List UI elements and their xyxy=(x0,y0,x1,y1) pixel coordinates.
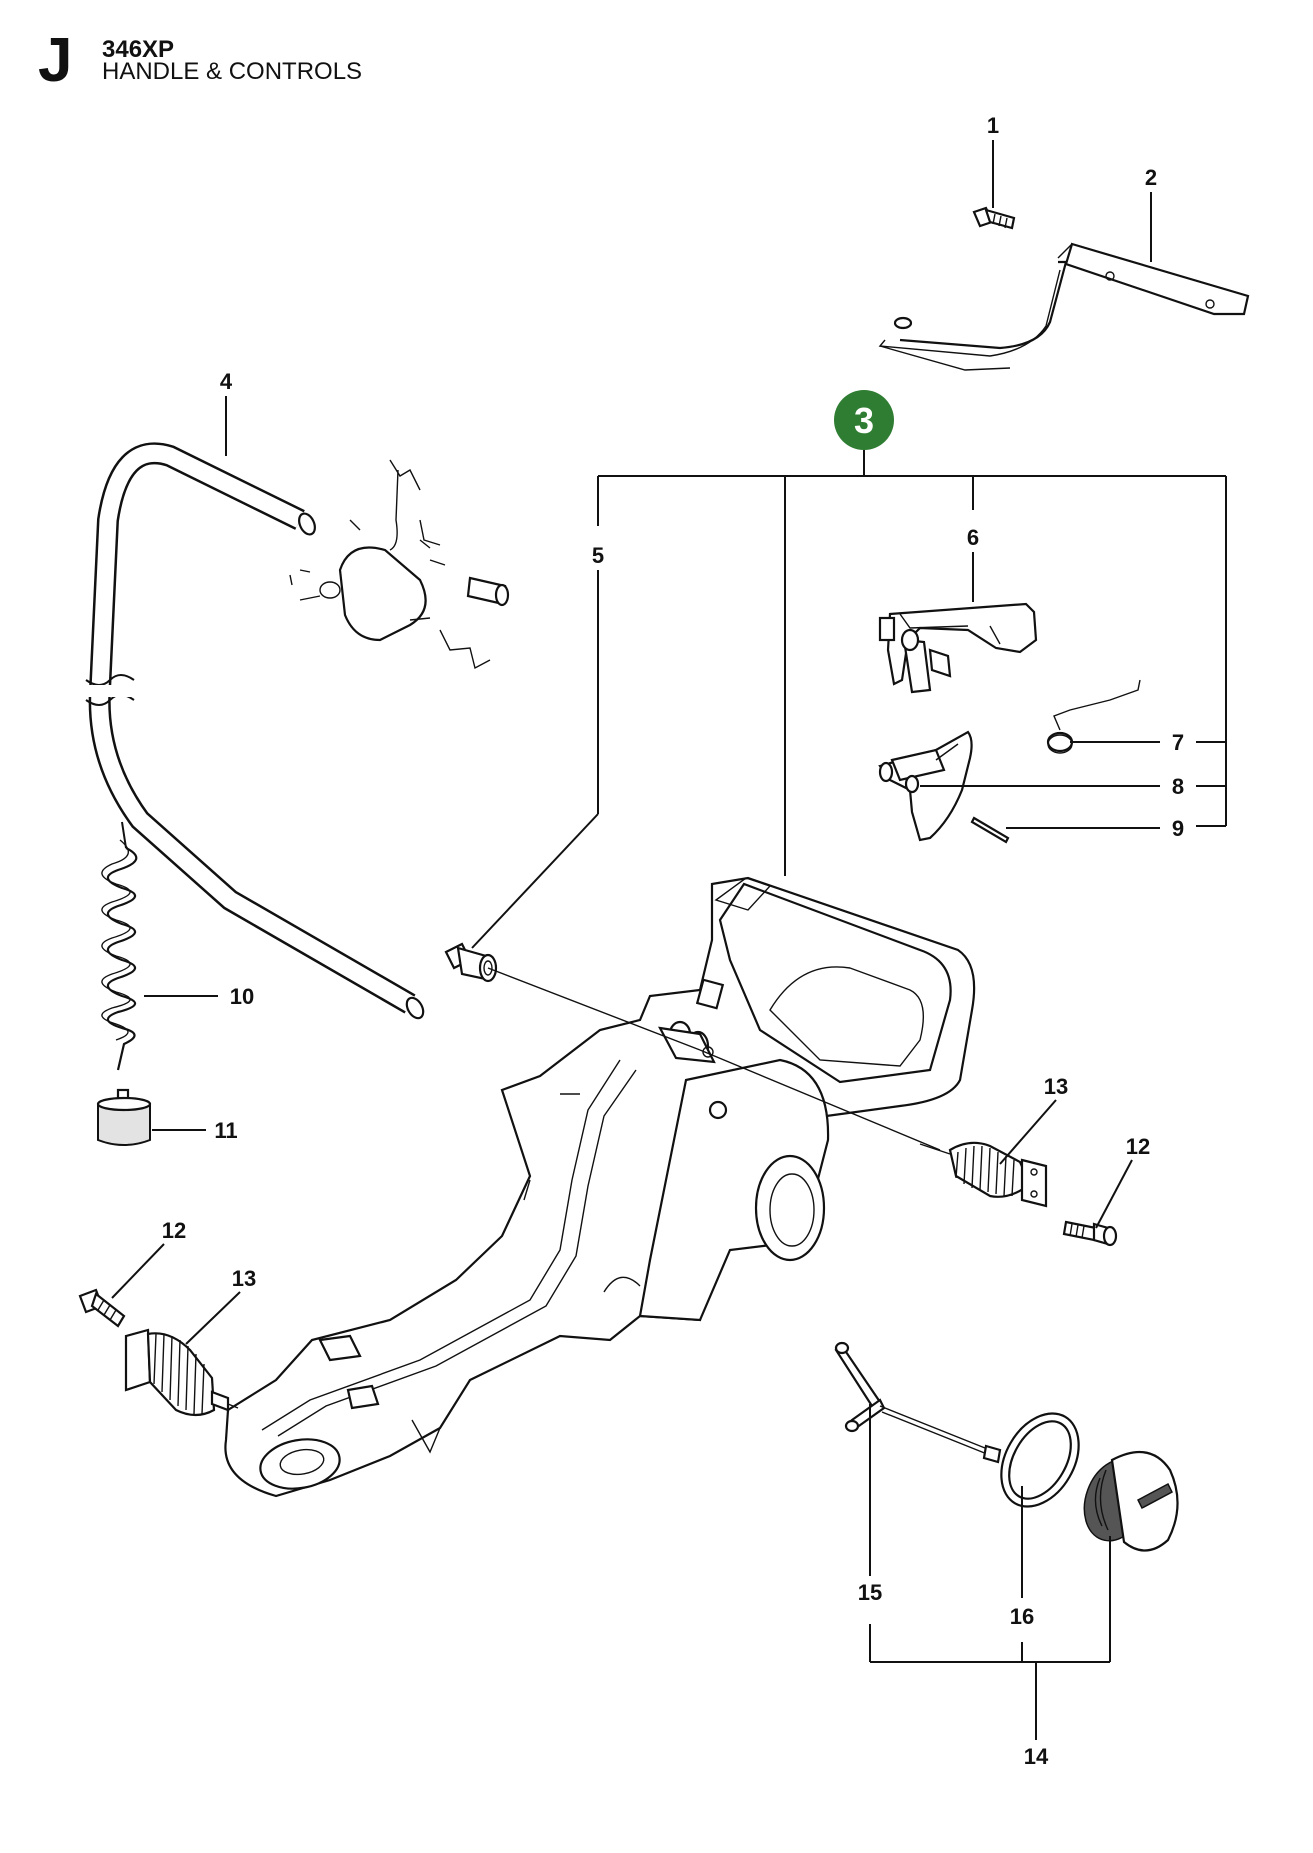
callout-15: 15 xyxy=(858,1580,882,1605)
part-6-lockout-cover xyxy=(878,602,1038,694)
callout-4: 4 xyxy=(220,369,233,394)
badge-label: 3 xyxy=(854,400,874,441)
callout-11: 11 xyxy=(214,1118,237,1143)
callout-5: 5 xyxy=(592,543,604,568)
callout-6: 6 xyxy=(967,525,979,550)
section-title: HANDLE & CONTROLS xyxy=(102,58,363,85)
carburettor-context xyxy=(289,459,510,670)
part-12-screw-right xyxy=(1062,1220,1118,1247)
part-11-fuel-filter xyxy=(96,1088,152,1146)
part-14-fuel-cap xyxy=(1083,1450,1179,1552)
leader-lines xyxy=(111,140,1227,1740)
callout-12-right: 12 xyxy=(1126,1134,1150,1159)
part-16-o-ring xyxy=(1000,1412,1080,1508)
part-1-screw xyxy=(972,206,1016,230)
callout-10: 10 xyxy=(230,984,254,1009)
part-4-fuel-hose xyxy=(85,442,425,1020)
callout-12-left: 12 xyxy=(162,1218,186,1243)
callout-8: 8 xyxy=(1172,774,1184,799)
part-2-bracket xyxy=(878,242,1250,371)
part-9-pin xyxy=(970,816,1010,844)
callout-13-left: 13 xyxy=(232,1266,256,1291)
part-13-av-spring-left xyxy=(124,1328,239,1417)
callout-14: 14 xyxy=(1024,1744,1049,1769)
badge-circle xyxy=(834,390,894,450)
part-13-av-spring-right xyxy=(919,1141,1048,1208)
rear-handle-housing xyxy=(224,876,976,1498)
callout-7: 7 xyxy=(1172,730,1184,755)
callout-2: 2 xyxy=(1145,165,1157,190)
group-badge-3: 3 xyxy=(834,390,894,450)
callout-16: 16 xyxy=(1010,1604,1034,1629)
part-5-grommet xyxy=(444,942,498,983)
callout-13-right: 13 xyxy=(1044,1074,1068,1099)
callout-9: 9 xyxy=(1172,816,1184,841)
model-number: 346XP xyxy=(102,36,175,63)
part-15-cap-strap xyxy=(834,1341,1002,1464)
section-letter: J xyxy=(38,26,73,95)
callout-1: 1 xyxy=(987,113,999,138)
part-12-screw-left xyxy=(78,1288,126,1328)
part-10-pickup-hose xyxy=(101,821,138,1071)
